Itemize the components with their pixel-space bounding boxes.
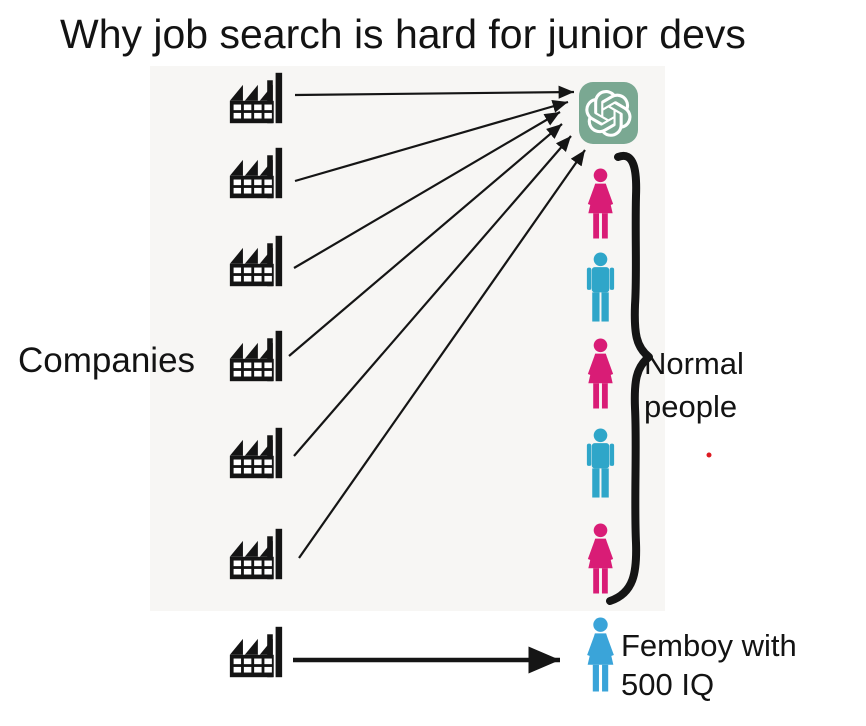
normal-people-label: Normal people (644, 346, 744, 424)
chatgpt-logo (579, 82, 638, 144)
factory-icon (229, 147, 283, 199)
companies-label: Companies (18, 341, 196, 380)
factory-icon (229, 427, 283, 479)
factory-icon (229, 528, 283, 580)
woman-icon (587, 168, 614, 239)
arrow (288, 123, 563, 357)
arrow (293, 135, 572, 457)
woman-icon (587, 338, 614, 409)
arrow (298, 149, 586, 559)
arrow (294, 85, 575, 99)
femboy-icon (587, 617, 614, 692)
woman-icon (587, 523, 614, 594)
femboy-label: Femboy with 500 IQ (621, 628, 797, 702)
arrow (294, 99, 569, 183)
meme-title: Why job search is hard for junior devs (60, 11, 746, 57)
arrows-to-ai (288, 85, 586, 559)
curly-brace (606, 151, 653, 605)
openai-knot-icon (585, 90, 632, 137)
man-icon (586, 428, 615, 498)
man-icon (586, 252, 615, 322)
red-dot (706, 452, 712, 458)
factory-icon (229, 72, 283, 124)
factory-icon (229, 626, 283, 678)
factory-icon (229, 235, 283, 287)
factory-icon (229, 330, 283, 382)
arrow (293, 111, 561, 269)
